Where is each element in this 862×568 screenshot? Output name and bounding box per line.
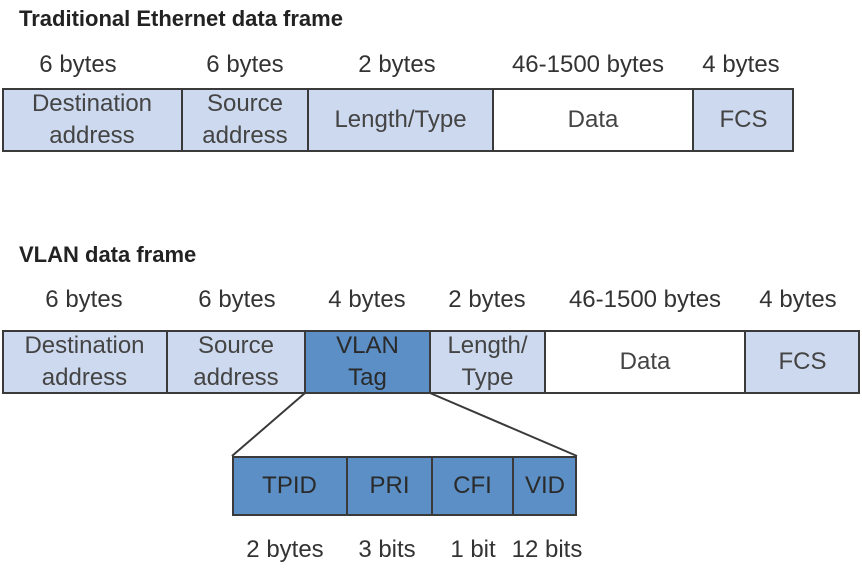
traditional-field-divider <box>181 88 183 152</box>
vlan-tag-size-tpid: 2 bytes <box>246 536 324 563</box>
vlan-tag-field-divider <box>431 456 433 516</box>
vlan-field-divider <box>744 330 746 394</box>
vlan-size-data: 46-1500 bytes <box>568 286 722 313</box>
vlan-field-divider <box>166 330 168 394</box>
traditional-field-label: Data <box>567 106 619 133</box>
vlan-tag-field-label: PRI <box>369 472 410 499</box>
vlan-field-label: Tag <box>348 364 387 391</box>
vlan-tag-field-divider <box>346 456 348 516</box>
vlan-frame-title: VLAN data frame <box>19 242 197 267</box>
vlan-size-vlan-tag: 4 bytes <box>328 286 406 313</box>
vlan-field-vlan-tag: VLAN Tag <box>305 330 430 394</box>
vlan-tag-field-cfi: CFI <box>432 456 513 516</box>
traditional-field-label: Destination <box>31 90 153 117</box>
vlan-tag-field-label: VID <box>524 472 565 499</box>
vlan-field-label: Length/ <box>447 332 528 359</box>
traditional-size-data: 46-1500 bytes <box>511 51 665 78</box>
traditional-size-source-address: 6 bytes <box>206 51 284 78</box>
traditional-field-source-address: Source address <box>182 88 308 152</box>
vlan-tag-size-vid: 12 bits <box>511 536 583 563</box>
vlan-tag-field-tpid: TPID <box>232 456 347 516</box>
vlan-field-label: address <box>41 364 128 391</box>
vlan-field-divider <box>544 330 546 394</box>
vlan-field-destination-address: Destination address <box>2 330 167 394</box>
traditional-field-fcs: FCS <box>693 88 794 152</box>
traditional-field-divider <box>492 88 494 152</box>
vlan-field-label: VLAN <box>336 332 399 359</box>
traditional-size-fcs: 4 bytes <box>702 51 780 78</box>
vlan-field-label: FCS <box>778 348 827 375</box>
traditional-size-length-type: 2 bytes <box>358 51 436 78</box>
vlan-tag-field-pri: PRI <box>347 456 432 516</box>
traditional-field-label: address <box>49 122 135 149</box>
vlan-field-data: Data <box>545 330 745 394</box>
traditional-field-label: FCS <box>719 106 768 133</box>
vlan-tag-field-label: CFI <box>453 472 492 499</box>
vlan-field-label: Data <box>619 348 671 375</box>
vlan-field-length-type: Length/Type <box>430 330 545 394</box>
traditional-field-label: Length/Type <box>334 106 467 133</box>
vlan-field-label: address <box>193 364 279 391</box>
vlan-size-fcs: 4 bytes <box>759 286 837 313</box>
vlan-field-divider <box>429 330 431 394</box>
traditional-field-length-type: Length/Type <box>308 88 493 152</box>
vlan-tag-field-divider <box>512 456 514 516</box>
vlan-size-destination-address: 6 bytes <box>45 286 123 313</box>
vlan-field-fcs: FCS <box>745 330 860 394</box>
expansion-line-right <box>429 392 578 457</box>
vlan-size-source-address: 6 bytes <box>198 286 276 313</box>
traditional-field-destination-address: Destination address <box>2 88 182 152</box>
vlan-field-label: Destination <box>24 332 145 359</box>
vlan-size-length-type: 2 bytes <box>448 286 526 313</box>
vlan-tag-field-vid: VID <box>513 456 577 516</box>
traditional-field-data: Data <box>493 88 693 152</box>
vlan-tag-size-cfi: 1 bit <box>450 536 496 563</box>
vlan-field-divider <box>304 330 306 394</box>
traditional-field-label: Source <box>206 90 284 117</box>
vlan-field-label: Source <box>197 332 275 359</box>
vlan-field-label: Type <box>461 364 514 391</box>
vlan-field-source-address: Source address <box>167 330 305 394</box>
traditional-field-divider <box>307 88 309 152</box>
traditional-size-destination-address: 6 bytes <box>39 51 117 78</box>
vlan-tag-size-pri: 3 bits <box>358 536 416 563</box>
vlan-tag-field-label: TPID <box>262 472 317 499</box>
traditional-field-label: address <box>202 122 288 149</box>
traditional-frame-title: Traditional Ethernet data frame <box>19 6 343 31</box>
expansion-line-left <box>231 392 306 457</box>
traditional-field-divider <box>692 88 694 152</box>
